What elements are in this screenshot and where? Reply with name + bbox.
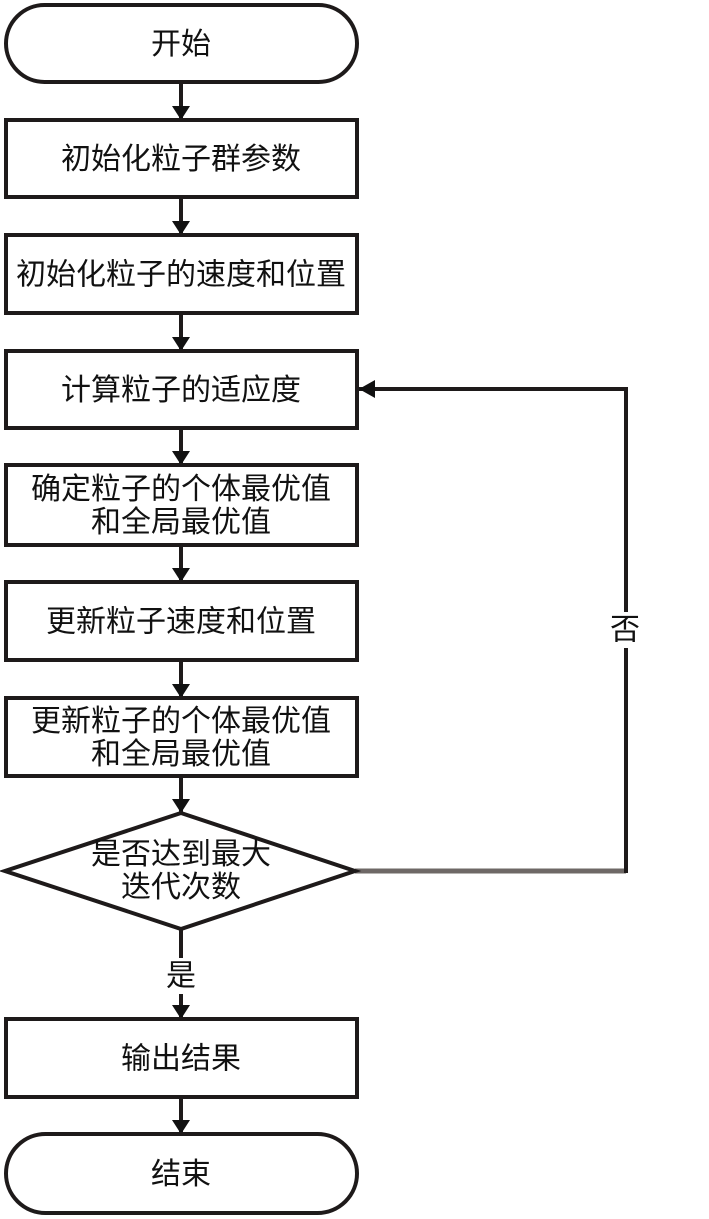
edge-max-iter-check-to-compute-fitness [355, 380, 642, 874]
edge-label-yes: 是 [166, 959, 196, 994]
node-text: 初始化粒子的速度和位置 [16, 258, 346, 293]
node-text: 迭代次数 [121, 870, 241, 905]
process-shape [4, 580, 359, 662]
node-compute-fitness: 计算粒子的适应度 [4, 349, 359, 430]
process-shape [4, 1017, 359, 1099]
node-output-result: 输出结果 [4, 1017, 359, 1099]
node-text: 更新粒子速度和位置 [46, 605, 316, 640]
arrowhead [172, 1120, 190, 1134]
node-text: 确定粒子的个体最优值 [31, 472, 331, 507]
node-text: 和全局最优值 [91, 737, 271, 772]
node-text: 开始 [151, 27, 211, 62]
edge-max-iter-check-to-output-result [165, 929, 197, 1019]
connector-line [359, 387, 628, 873]
node-text: 结束 [151, 1157, 211, 1192]
node-update-velocity-position: 更新粒子速度和位置 [4, 580, 359, 662]
arrowhead [172, 337, 190, 351]
edge-compute-fitness-to-determine-best [172, 428, 190, 465]
terminal-shape [4, 1132, 359, 1215]
edges-layer [165, 82, 642, 1134]
edge-label-no: 否 [610, 613, 640, 648]
edge-start-to-init-params [172, 82, 190, 120]
node-text: 更新粒子的个体最优值 [31, 704, 331, 739]
node-text: 计算粒子的适应度 [61, 373, 301, 408]
edge-update-best-to-max-iter-check [172, 776, 190, 813]
process-shape [4, 118, 359, 199]
arrowhead [172, 568, 190, 582]
node-start: 开始 [4, 3, 359, 84]
arrowhead [172, 799, 190, 813]
process-shape [4, 696, 359, 778]
edge-output-result-to-end [172, 1097, 190, 1134]
node-end: 结束 [4, 1132, 359, 1215]
node-init-velocity-position: 初始化粒子的速度和位置 [4, 233, 359, 315]
arrowhead [172, 684, 190, 698]
arrowhead [172, 1005, 190, 1019]
edge-init-velocity-position-to-compute-fitness [172, 313, 190, 351]
process-shape [4, 463, 359, 547]
arrowhead [359, 380, 375, 398]
node-text: 输出结果 [121, 1042, 241, 1077]
edge-update-velocity-position-to-update-best [172, 660, 190, 698]
nodes-layer: 开始初始化粒子群参数初始化粒子的速度和位置计算粒子的适应度确定粒子的个体最优值和… [0, 3, 362, 1215]
node-text: 初始化粒子群参数 [61, 142, 301, 177]
edge-init-params-to-init-velocity-position [172, 197, 190, 235]
node-text: 是否达到最大 [91, 837, 271, 872]
label-background [610, 612, 642, 648]
process-shape [4, 233, 359, 315]
process-shape [4, 349, 359, 430]
node-init-params: 初始化粒子群参数 [4, 118, 359, 199]
decision-shape [0, 810, 362, 932]
arrowhead [172, 451, 190, 465]
edge-determine-best-to-update-velocity-position [172, 545, 190, 582]
arrowhead [172, 221, 190, 235]
label-background [165, 958, 197, 994]
arrowhead [172, 106, 190, 120]
terminal-shape [4, 3, 359, 84]
labels-layer: 是 否 [166, 613, 640, 994]
node-text: 和全局最优值 [91, 505, 271, 540]
